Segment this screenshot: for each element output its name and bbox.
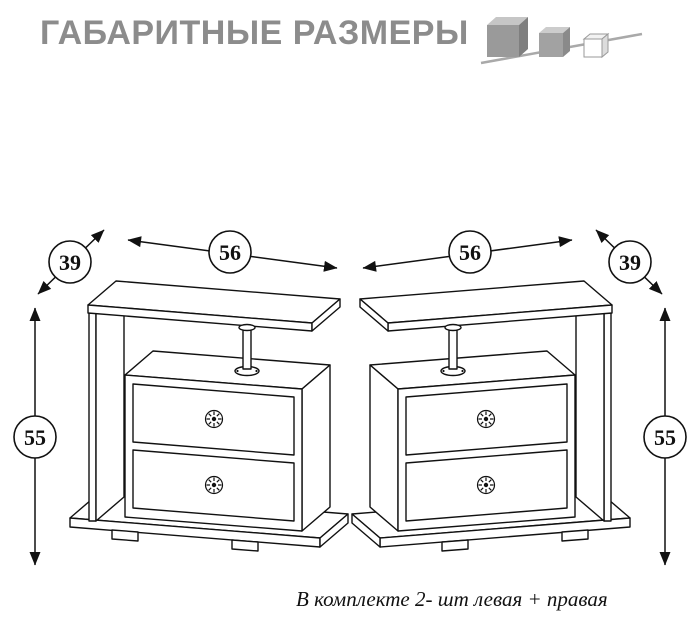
dimension-badge-width-right: 56 <box>448 230 492 274</box>
dimension-badge-height-left: 55 <box>13 415 57 459</box>
shrinking-cubes-icon <box>480 17 643 65</box>
cube-medium-icon <box>539 27 570 57</box>
cube-small-icon <box>582 32 610 59</box>
nightstand-right <box>352 281 630 551</box>
dimension-badge-depth-left: 39 <box>48 240 92 284</box>
set-note: В комплекте 2- шт левая + правая <box>296 587 608 611</box>
dimension-badge-depth-right: 39 <box>608 240 652 284</box>
width-value-left: 56 <box>219 240 241 265</box>
height-value-left: 55 <box>24 425 46 450</box>
height-value-right: 55 <box>654 425 676 450</box>
dimension-badge-height-right: 55 <box>643 415 687 459</box>
depth-value-right: 39 <box>619 250 641 275</box>
dimension-badge-width-left: 56 <box>208 230 252 274</box>
nightstand-left <box>70 281 348 551</box>
cube-large-icon <box>487 17 528 57</box>
width-value-right: 56 <box>459 240 481 265</box>
depth-value-left: 39 <box>59 250 81 275</box>
page-title: ГАБАРИТНЫЕ РАЗМЕРЫ <box>40 14 469 52</box>
